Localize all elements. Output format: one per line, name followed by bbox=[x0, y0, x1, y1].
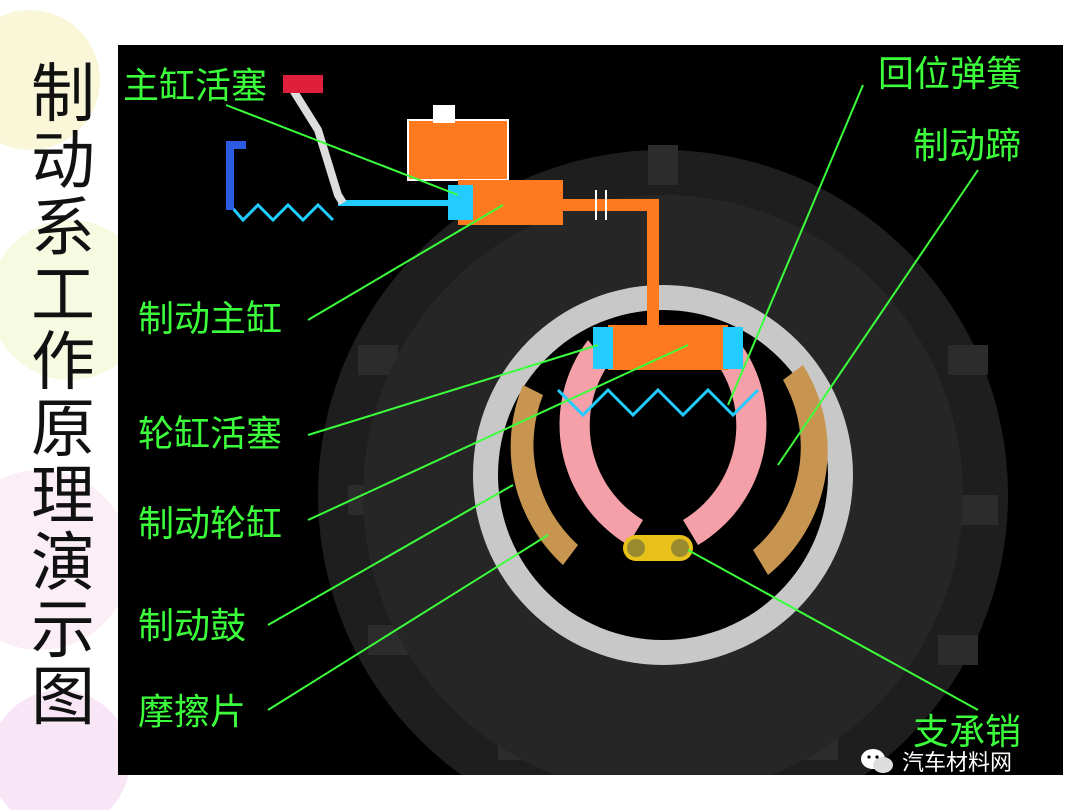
master-cylinder bbox=[458, 180, 563, 225]
master-piston bbox=[448, 185, 473, 220]
label-brake-shoe: 制动蹄 bbox=[913, 126, 1022, 167]
title-char: 演 bbox=[31, 527, 95, 601]
label-wheel-cylinder: 制动轮缸 bbox=[138, 504, 283, 545]
page-title: 制 动 系 工 作 原 理 演 示 图 bbox=[18, 62, 108, 732]
wheel-cylinder bbox=[608, 325, 728, 370]
title-char: 系 bbox=[31, 192, 95, 266]
pedal-bracket bbox=[226, 141, 246, 210]
title-char: 原 bbox=[31, 393, 95, 467]
title-char: 制 bbox=[31, 58, 95, 132]
title-char: 动 bbox=[31, 125, 95, 199]
label-friction-pad: 摩擦片 bbox=[138, 692, 247, 733]
brake-shoe-right bbox=[683, 340, 767, 545]
brake-shoe-left bbox=[559, 340, 643, 545]
title-char: 图 bbox=[31, 661, 95, 735]
fluid-reservoir bbox=[407, 119, 509, 181]
label-wheel-piston: 轮缸活塞 bbox=[138, 414, 283, 455]
title-char: 理 bbox=[31, 460, 95, 534]
label-return-spring: 回位弹簧 bbox=[878, 54, 1023, 95]
label-support-pin: 支承销 bbox=[913, 712, 1022, 753]
title-char: 示 bbox=[31, 594, 95, 668]
watermark: 汽车材料网 bbox=[860, 745, 1012, 777]
title-char: 作 bbox=[31, 326, 95, 400]
brake-diagram bbox=[225, 75, 1008, 775]
pedal-spring bbox=[228, 202, 335, 223]
brake-pedal bbox=[289, 87, 347, 206]
wheel-piston-left bbox=[593, 327, 613, 369]
brake-line bbox=[563, 199, 659, 325]
leader-lines bbox=[225, 84, 979, 711]
title-char: 工 bbox=[31, 259, 95, 333]
label-drum: 制动鼓 bbox=[138, 606, 247, 647]
diagram-stage: 主缸活塞 制动主缸 轮缸活塞 制动轮缸 制动鼓 摩擦片 回位弹簧 制动蹄 支承销 bbox=[118, 45, 1063, 775]
wechat-icon bbox=[861, 749, 893, 773]
return-spring bbox=[556, 387, 760, 418]
label-master-cylinder: 制动主缸 bbox=[138, 299, 283, 340]
label-master-piston: 主缸活塞 bbox=[123, 66, 268, 107]
friction-pad-left bbox=[510, 385, 578, 565]
wheel-piston-right bbox=[723, 327, 743, 369]
tire-treads bbox=[348, 145, 998, 760]
watermark-text: 汽车材料网 bbox=[902, 751, 1013, 776]
